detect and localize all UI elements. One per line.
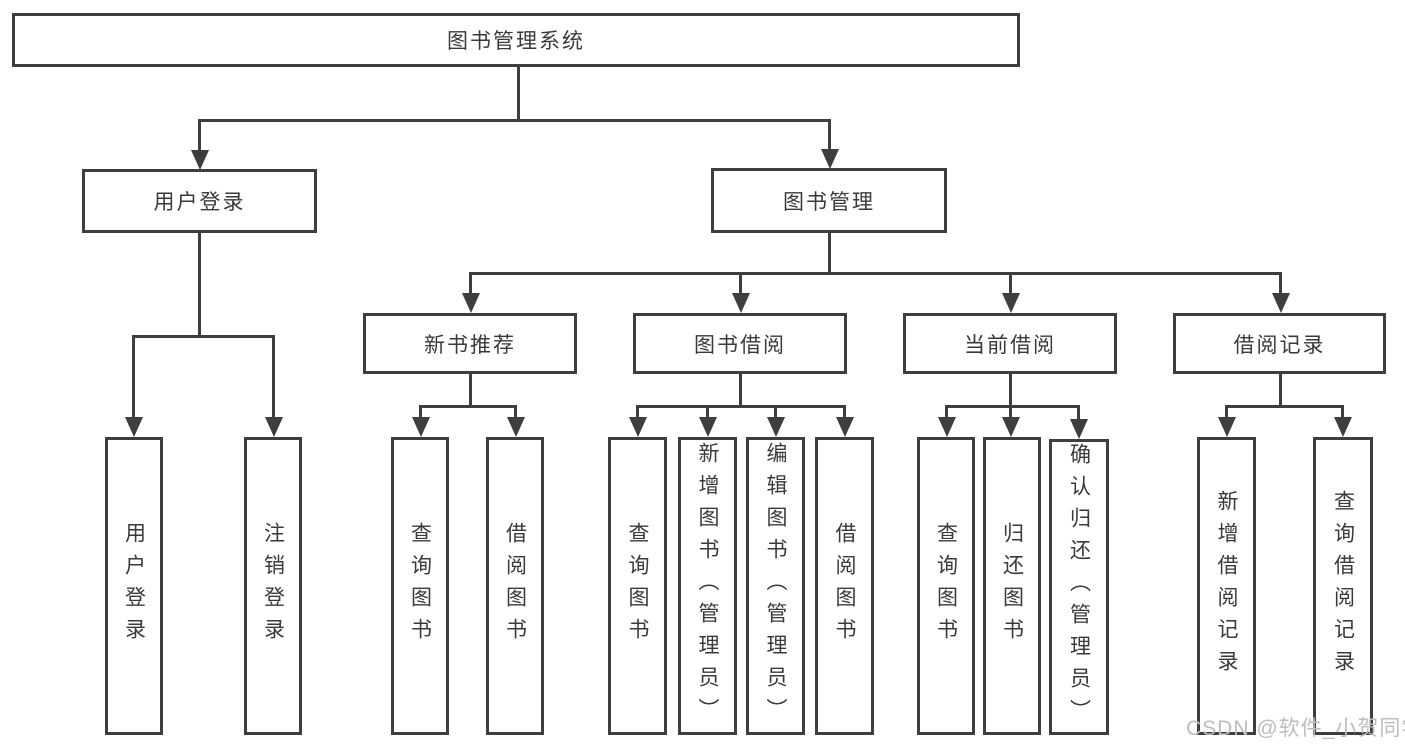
connector-drop-book-management — [828, 119, 831, 152]
node-current-borrow-label: 当前借阅 — [964, 333, 1056, 357]
leaf-return-books-label: 归还图书 — [1000, 522, 1024, 650]
connector-borrow-records-rail — [1225, 405, 1344, 408]
arrowhead-leaf-user-login — [125, 417, 143, 437]
leaf-add-borrow-record-label: 新增借阅记录 — [1215, 490, 1238, 682]
arrowhead-user-login — [191, 150, 209, 170]
connector-borrow-records-stem — [1279, 374, 1282, 407]
csdn-watermark: CSDN @软件_小贺同学 — [1186, 717, 1405, 740]
connector-drop-return-books — [1009, 405, 1012, 419]
connector-drop-new-book-recommend — [469, 272, 472, 296]
connector-drop-user-login — [198, 119, 201, 153]
connector-book-borrow-stem — [739, 374, 742, 407]
leaf-logout: 注销登录 — [244, 437, 302, 735]
arrowhead-borrow-books-1 — [507, 417, 525, 437]
node-user-login: 用户登录 — [82, 169, 317, 233]
leaf-borrow-books-2: 借阅图书 — [815, 437, 874, 735]
arrowhead-edit-books — [767, 417, 785, 437]
leaf-query-books-3: 查询图书 — [917, 437, 975, 735]
leaf-edit-books-admin: 编辑图书（管理员） — [746, 437, 805, 735]
node-current-borrow: 当前借阅 — [903, 313, 1117, 374]
arrowhead-confirm-return — [1070, 419, 1088, 439]
connector-drop-leaf-logout — [272, 335, 275, 419]
connector-drop-query-record — [1341, 405, 1344, 419]
leaf-query-borrow-record-label: 查询借阅记录 — [1331, 490, 1355, 682]
leaf-query-books-2: 查询图书 — [608, 437, 667, 735]
leaf-confirm-return-admin: 确认归还（管理员） — [1049, 439, 1109, 735]
connector-drop-query-books-1 — [419, 405, 422, 419]
connector-drop-borrow-books-1 — [514, 405, 517, 419]
arrowhead-query-books-1 — [412, 417, 430, 437]
node-book-borrow: 图书借阅 — [633, 313, 847, 374]
leaf-confirm-return-admin-label: 确认归还（管理员） — [1067, 443, 1091, 731]
connector-user-login-stem — [198, 233, 201, 337]
connector-user-login-rail — [132, 335, 275, 338]
connector-level2-rail — [198, 119, 831, 122]
leaf-add-books-admin-label: 新增图书（管理员） — [696, 442, 719, 730]
connector-root-stem — [517, 67, 520, 121]
connector-drop-query-books-2 — [636, 405, 639, 419]
node-new-book-recommend-label: 新书推荐 — [424, 333, 516, 357]
connector-new-book-stem — [469, 374, 472, 407]
arrowhead-query-books-3 — [938, 417, 956, 437]
leaf-edit-books-admin-label: 编辑图书（管理员） — [764, 442, 787, 730]
leaf-borrow-books-1: 借阅图书 — [486, 437, 544, 735]
node-new-book-recommend: 新书推荐 — [363, 313, 577, 374]
arrowhead-add-record — [1218, 417, 1236, 437]
connector-new-book-rail — [419, 405, 517, 408]
node-book-management-label: 图书管理 — [783, 190, 875, 214]
leaf-borrow-books-2-label: 借阅图书 — [833, 522, 856, 650]
arrowhead-book-borrow — [732, 293, 750, 313]
node-borrow-records: 借阅记录 — [1173, 313, 1386, 374]
connector-drop-add-record — [1225, 405, 1228, 419]
leaf-user-login-label: 用户登录 — [122, 522, 146, 650]
arrowhead-new-book-recommend — [462, 293, 480, 313]
connector-drop-book-borrow — [739, 272, 742, 296]
connector-drop-edit-books — [774, 405, 777, 419]
leaf-borrow-books-1-label: 借阅图书 — [503, 522, 527, 650]
leaf-query-books-1: 查询图书 — [391, 437, 449, 735]
connector-drop-borrow-records — [1279, 272, 1282, 296]
arrowhead-borrow-records — [1272, 293, 1290, 313]
leaf-logout-label: 注销登录 — [261, 522, 285, 650]
connector-level3-rail — [469, 272, 1282, 275]
leaf-query-books-1-label: 查询图书 — [408, 522, 432, 650]
arrowhead-query-books-2 — [629, 417, 647, 437]
arrowhead-query-record — [1334, 417, 1352, 437]
node-root-label: 图书管理系统 — [447, 30, 585, 53]
arrowhead-book-management — [821, 149, 839, 169]
arrowhead-leaf-logout — [265, 417, 283, 437]
connector-current-borrow-rail — [945, 405, 1080, 408]
node-root: 图书管理系统 — [12, 13, 1020, 67]
node-book-borrow-label: 图书借阅 — [694, 333, 786, 357]
connector-book-borrow-rail — [636, 405, 846, 408]
arrowhead-add-books — [699, 417, 717, 437]
node-user-login-label: 用户登录 — [153, 191, 246, 214]
leaf-add-books-admin: 新增图书（管理员） — [678, 437, 737, 735]
node-borrow-records-label: 借阅记录 — [1233, 333, 1326, 357]
arrowhead-return-books — [1002, 417, 1020, 437]
leaf-query-books-3-label: 查询图书 — [934, 522, 958, 650]
leaf-return-books: 归还图书 — [983, 437, 1041, 735]
connector-drop-add-books — [706, 405, 709, 419]
leaf-add-borrow-record: 新增借阅记录 — [1197, 437, 1256, 735]
connector-drop-confirm-return — [1077, 405, 1080, 419]
arrowhead-borrow-books-2 — [836, 417, 854, 437]
leaf-query-borrow-record: 查询借阅记录 — [1313, 437, 1373, 735]
node-book-management: 图书管理 — [711, 168, 947, 233]
arrowhead-current-borrow — [1002, 293, 1020, 313]
connector-drop-leaf-user-login — [132, 335, 135, 419]
leaf-user-login: 用户登录 — [105, 437, 163, 735]
connector-drop-current-borrow — [1009, 272, 1012, 296]
connector-current-borrow-stem — [1009, 374, 1012, 407]
connector-drop-query-books-3 — [945, 405, 948, 419]
leaf-query-books-2-label: 查询图书 — [626, 522, 649, 650]
connector-drop-borrow-books-2 — [843, 405, 846, 419]
connector-book-management-stem — [828, 233, 831, 274]
